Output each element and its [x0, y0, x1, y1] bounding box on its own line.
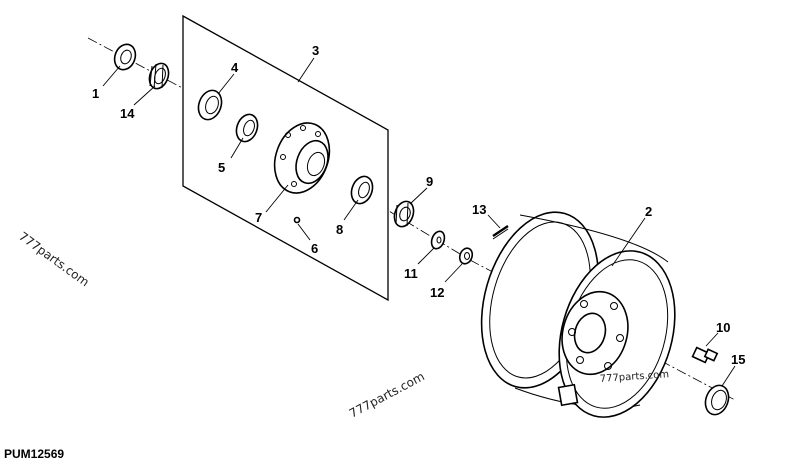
callout-11: 11 [404, 266, 418, 281]
part-4-bearing-cup [197, 89, 223, 121]
part-14-bearing-cone [148, 62, 170, 90]
drawing-code: PUM12569 [4, 447, 64, 461]
part-13-cotter-pin [492, 225, 509, 240]
part-11-washer [430, 230, 446, 250]
callout-1: 1 [92, 86, 99, 101]
part-1-seal [113, 43, 137, 71]
part-5-bearing-cup [235, 113, 259, 143]
callout-5: 5 [218, 160, 225, 175]
callout-7: 7 [255, 210, 262, 225]
leader-lines [102, 57, 736, 387]
part-6-grease-fitting [293, 216, 301, 224]
callout-labels: 1 14 4 3 5 7 6 8 9 13 2 11 12 10 15 [92, 43, 745, 367]
callout-3: 3 [312, 43, 319, 58]
callout-13: 13 [472, 202, 486, 217]
callout-12: 12 [430, 285, 444, 300]
part-7-hub [273, 122, 331, 194]
callout-8: 8 [336, 222, 343, 237]
callout-4: 4 [231, 60, 239, 75]
watermark-wheel: 777parts.com [599, 369, 669, 385]
part-9-bearing-cone [393, 200, 415, 228]
callout-9: 9 [426, 174, 433, 189]
part-10-wheel-bolt [691, 346, 719, 364]
part-12-slotted-nut [458, 247, 474, 265]
callout-14: 14 [120, 106, 135, 121]
callout-2: 2 [645, 204, 652, 219]
part-8-bearing-cup [350, 175, 374, 205]
part-15-hub-cap [704, 384, 730, 416]
callout-6: 6 [311, 241, 318, 256]
part-2-wheel-rim [480, 211, 676, 418]
watermark-center: 777parts.com [347, 369, 427, 420]
callout-15: 15 [731, 352, 745, 367]
callout-10: 10 [716, 320, 730, 335]
watermark-left: 777parts.com [16, 229, 92, 289]
